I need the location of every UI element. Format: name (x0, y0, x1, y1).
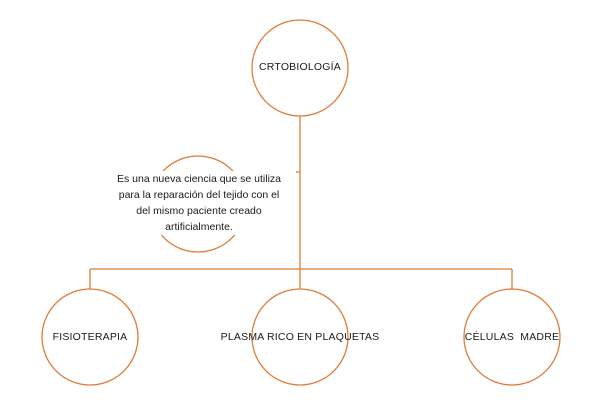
description-line: del mismo paciente creado (136, 205, 262, 217)
child-node-label-fisioterapia: FISIOTERAPIA (52, 331, 128, 343)
description-line: artificialmente. (165, 221, 233, 233)
description-line: para la reparación del tejido con el (118, 189, 280, 201)
description-line: Es una nueva ciencia que se utiliza (116, 173, 282, 185)
description-text: Es una nueva ciencia que se utiliza para… (102, 171, 296, 235)
root-node-label: CRTOBIOLOGÍA (259, 61, 341, 73)
child-node-label-celulas: CÉLULAS MADRE (464, 331, 560, 343)
child-node-label-plasma: PLASMA RICO EN PLAQUETAS (220, 331, 380, 343)
